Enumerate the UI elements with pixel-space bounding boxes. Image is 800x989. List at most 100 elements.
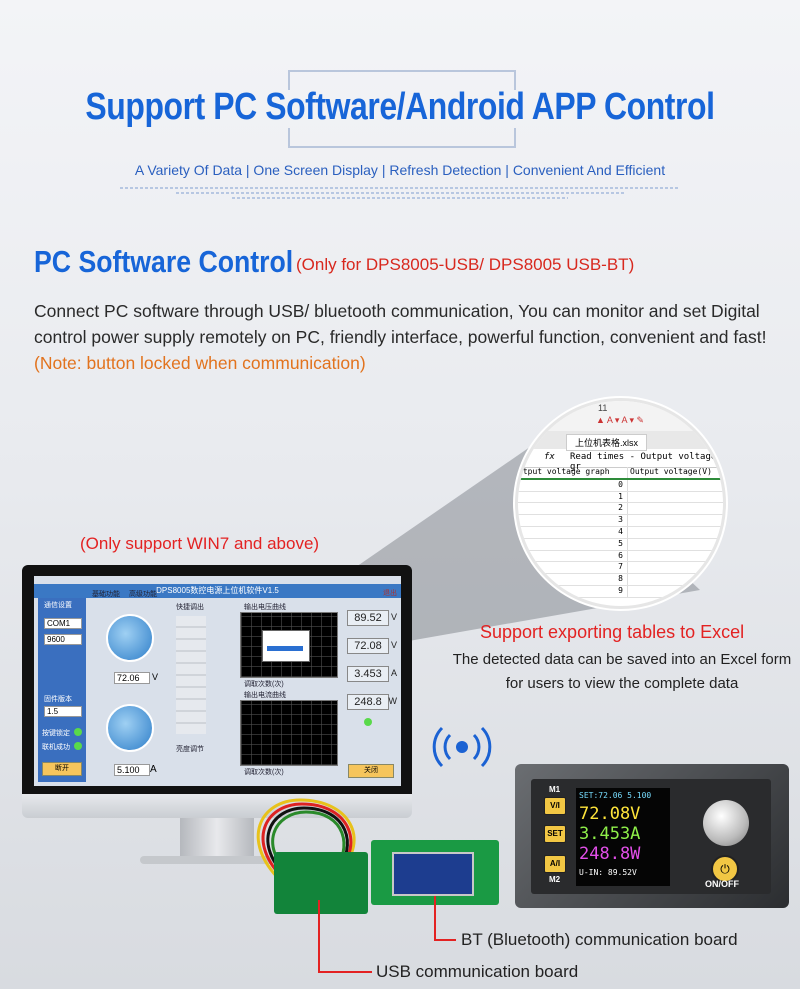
excel-row[interactable]: 5 [518, 538, 723, 551]
lcd-power: 248.8W [579, 844, 641, 864]
excel-row[interactable]: 7 [518, 562, 723, 575]
normal-indicator [364, 718, 372, 726]
lcd-current: 3.453A [579, 824, 641, 844]
excel-row[interactable]: 8 [518, 574, 723, 586]
brightness-label: 亮度调节 [176, 746, 204, 753]
excel-row[interactable]: 6 [518, 550, 723, 563]
fx-icon: fx [544, 452, 555, 462]
pc-section-title: PC Software Control [34, 244, 294, 279]
bt-callout-line [434, 896, 436, 940]
software-window: DPS8005数控电源上位机软件V1.5 通信设置 COM1 9600 固件版本… [34, 576, 401, 786]
onoff-label: ON/OFF [705, 879, 739, 889]
firmware-label: 固件版本 [44, 696, 72, 703]
excel-zoom-circle: 11 ▲ A ▾ A ▾ ✎ 上位机表格.xlsx fx Read times … [515, 398, 726, 609]
voltage-graph-title: 输出电压曲线 [244, 604, 286, 611]
settings-panel: 通信设置 COM1 9600 固件版本 1.5 按键锁定 联机成功 断开 [38, 598, 86, 782]
title-bracket-top [288, 70, 516, 90]
output-power-value: 248.8 [347, 694, 389, 710]
excel-file-tab-bar: 上位机表格.xlsx [518, 431, 723, 451]
key-lock-indicator [74, 728, 82, 736]
current-set-unit: A [150, 764, 157, 775]
col-b-header[interactable]: Output voltage(V) - [630, 467, 722, 476]
lcd-set-line: SET:72.06 5.100 [579, 791, 652, 800]
firmware-value: 1.5 [44, 706, 82, 717]
baud-select[interactable]: 9600 [44, 634, 82, 645]
page-title: Support PC Software/Android APP Control [85, 86, 715, 128]
font-color-icon[interactable]: ▲ A ▾ A ▾ ✎ [596, 415, 645, 425]
key-lock-label: 按键锁定 [42, 730, 70, 737]
graph-context-menu[interactable] [262, 630, 310, 662]
current-graph-title: 输出电流曲线 [244, 692, 286, 699]
bt-callout-line-h [434, 939, 456, 941]
formula-text[interactable]: Read times - Output voltage gr [570, 452, 717, 472]
output-voltage-unit: V [390, 612, 397, 622]
usb-communication-board [274, 852, 368, 914]
memory-buttons[interactable] [176, 616, 206, 734]
current-graph-xlabel: 调取次数(次) [244, 769, 284, 776]
connect-status-label: 联机成功 [42, 744, 70, 751]
win7-note: (Only support WIN7 and above) [80, 534, 320, 553]
communication-cables [256, 798, 356, 882]
monitor-chin [22, 794, 412, 818]
com-port-select[interactable]: COM1 [44, 618, 82, 629]
current-knob[interactable] [106, 704, 154, 752]
voltage-set-unit: V [152, 672, 159, 682]
vi-button[interactable]: V/I [544, 797, 566, 815]
bt-board-label: BT (Bluetooth) communication board [461, 930, 738, 949]
monitor-stand-base [140, 856, 290, 864]
device-lcd: SET:72.06 5.100 72.08V 3.453A 248.8W U-I… [576, 788, 670, 886]
current-graph [240, 700, 338, 766]
connect-indicator [74, 742, 82, 750]
title-bracket-bottom [288, 128, 516, 148]
description-text: Connect PC software through USB/ bluetoo… [34, 301, 767, 347]
exit-button[interactable]: 退出 [383, 590, 397, 597]
lock-note: (Note: button locked when communication) [34, 353, 366, 373]
page-subtitle: A Variety Of Data | One Screen Display |… [134, 162, 666, 178]
quick-recall-label: 快捷调出 [176, 604, 204, 611]
output-current-value: 3.453 [347, 666, 389, 682]
output-current-unit: A [390, 668, 397, 678]
usb-callout-line [318, 900, 320, 972]
export-title: Support exporting tables to Excel [480, 622, 745, 642]
usb-callout-line-h [318, 971, 372, 973]
excel-file-tab[interactable]: 上位机表格.xlsx [566, 434, 648, 451]
excel-row[interactable]: 2 [518, 503, 723, 516]
output-set-voltage-unit: V [390, 640, 397, 650]
col-a-header[interactable]: utput voltage graph [518, 467, 628, 478]
tab-advanced[interactable]: 高级功能 [129, 591, 157, 598]
excel-grid: utput voltage graph Output voltage(V) - … [518, 467, 723, 598]
lcd-voltage: 72.08V [579, 804, 641, 824]
ai-button[interactable]: A/I [544, 855, 566, 873]
tab-basic[interactable]: 基础功能 [92, 591, 120, 598]
excel-toolbar: 11 ▲ A ▾ A ▾ ✎ [518, 401, 723, 432]
pc-section-description: Connect PC software through USB/ bluetoo… [34, 298, 774, 376]
power-icon[interactable]: ⏻ [711, 855, 739, 883]
excel-row[interactable]: 0 [518, 479, 723, 492]
tab-comm-settings[interactable]: 通信设置 [44, 602, 72, 609]
disconnect-button[interactable]: 断开 [42, 762, 82, 776]
current-set-value[interactable]: 5.100 [114, 764, 150, 776]
m2-label: M2 [549, 875, 561, 884]
excel-row[interactable]: 4 [518, 526, 723, 539]
excel-header-row: utput voltage graph Output voltage(V) - [518, 467, 723, 480]
formula-bar: fx Read times - Output voltage gr [518, 449, 723, 472]
lcd-input-voltage: U-IN: 89.52V [579, 868, 637, 877]
adjust-knob[interactable] [703, 800, 749, 846]
excel-row[interactable]: 3 [518, 515, 723, 527]
voltage-graph-xlabel: 调取次数(次) [244, 681, 284, 688]
output-set-voltage-value: 72.08 [347, 638, 389, 654]
excel-row[interactable]: 1 [518, 491, 723, 504]
excel-row[interactable]: 9 [518, 585, 723, 598]
export-menu-item[interactable] [267, 646, 303, 651]
voltage-knob[interactable] [106, 614, 154, 662]
font-size-value[interactable]: 11 [598, 403, 608, 413]
usb-board-label: USB communication board [376, 962, 579, 981]
set-button[interactable]: SET [544, 825, 566, 843]
output-voltage-value: 89.52 [347, 610, 389, 626]
voltage-set-value[interactable]: 72.06 [114, 672, 150, 684]
decorative-lines [120, 184, 680, 204]
m1-label: M1 [549, 785, 561, 794]
software-title: DPS8005数控电源上位机软件V1.5 [34, 584, 401, 598]
bluetooth-signal-icon [432, 726, 492, 768]
close-button[interactable]: 关闭 [348, 764, 394, 778]
